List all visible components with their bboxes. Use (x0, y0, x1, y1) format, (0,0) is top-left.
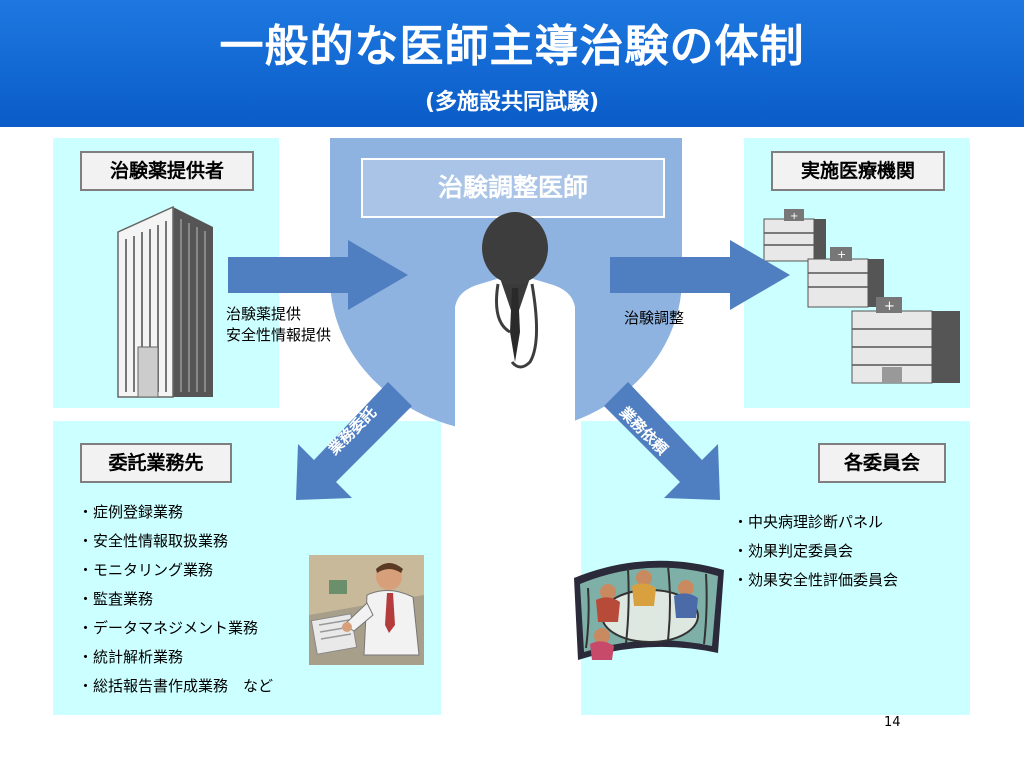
list-item: 安全性情報取扱業務 (78, 527, 273, 556)
contractor-task-list: 症例登録業務 安全性情報取扱業務 モニタリング業務 監査業務 データマネジメント… (78, 498, 273, 701)
drug-supply-line: 治験薬提供 (226, 305, 302, 323)
list-item: 症例登録業務 (78, 498, 273, 527)
title-bar: 一般的な医師主導治験の体制 (多施設共同試験) (0, 0, 1024, 127)
coordinating-physician-box: 治験調整医師 (361, 158, 665, 218)
office-worker-illustration (309, 555, 424, 665)
page-title: 一般的な医師主導治験の体制 (219, 21, 805, 72)
arrow-coordinator-to-institutions (610, 240, 790, 310)
arrow-provider-to-coordinator (228, 240, 408, 310)
hospital-buildings-icon: + + + (763, 209, 960, 384)
doctor-icon (455, 212, 575, 434)
coordination-text: 治験調整 (624, 309, 685, 327)
list-item: 効果安全性評価委員会 (733, 566, 898, 595)
institutions-label: 実施医療機関 (771, 151, 945, 191)
svg-text:+: + (884, 299, 895, 314)
contractors-label: 委託業務先 (80, 443, 232, 483)
drug-provider-label: 治験薬提供者 (80, 151, 254, 191)
list-item: データマネジメント業務 (78, 614, 273, 643)
drug-supply-text: 治験薬提供 安全性情報提供 (226, 304, 331, 346)
svg-text:+: + (837, 248, 846, 261)
safety-info-line: 安全性情報提供 (226, 326, 332, 344)
office-building-icon (117, 205, 213, 398)
list-item: 総括報告書作成業務 など (78, 672, 273, 701)
list-item: 中央病理診断パネル (733, 508, 898, 537)
arrow-request (604, 382, 720, 500)
arrow-outsourcing (296, 382, 412, 500)
svg-text:+: + (790, 211, 798, 222)
page-number: 14 (884, 715, 901, 730)
page-subtitle: (多施設共同試験) (424, 90, 600, 115)
meeting-illustration (574, 560, 724, 660)
committees-label: 各委員会 (818, 443, 946, 483)
committee-list: 中央病理診断パネル 効果判定委員会 効果安全性評価委員会 (733, 508, 898, 595)
list-item: 効果判定委員会 (733, 537, 898, 566)
list-item: モニタリング業務 (78, 556, 273, 585)
list-item: 監査業務 (78, 585, 273, 614)
list-item: 統計解析業務 (78, 643, 273, 672)
